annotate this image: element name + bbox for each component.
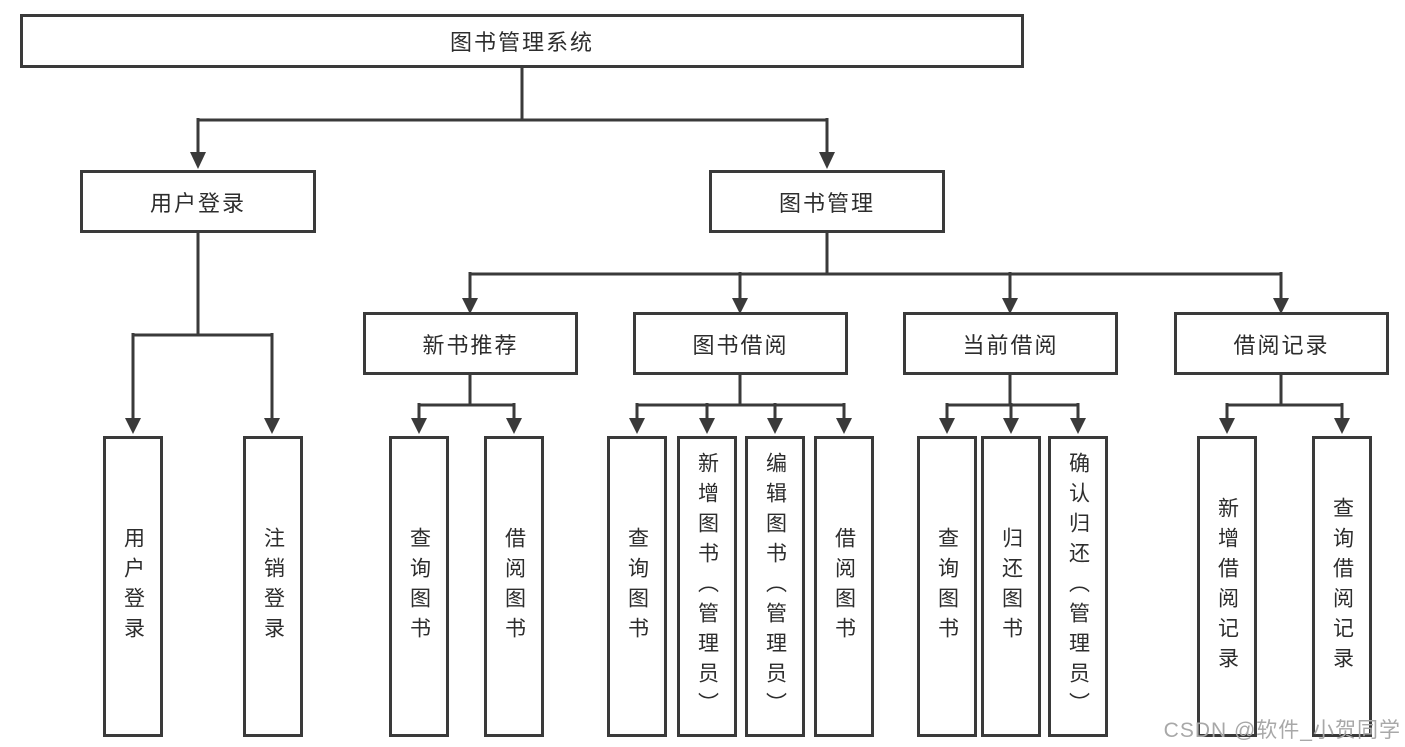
leaf-borrowing-borrow-books: 借阅图书 xyxy=(814,436,874,737)
node-root-system-label: 图书管理系统 xyxy=(449,30,594,55)
leaf-current-query-books: 查询图书 xyxy=(917,436,977,737)
leaf-borrowing-query-books-label: 查询图书 xyxy=(625,526,649,647)
leaf-recommend-borrow-books: 借阅图书 xyxy=(484,436,544,737)
leaf-logout: 注销登录 xyxy=(243,436,303,737)
leaf-recommend-query-books: 查询图书 xyxy=(389,436,449,737)
leaf-user-login-label: 用户登录 xyxy=(121,526,145,647)
node-new-book-recommend: 新书推荐 xyxy=(363,312,578,375)
leaf-edit-books-admin: 编辑图书（管理员） xyxy=(745,436,805,737)
leaf-add-books-admin: 新增图书（管理员） xyxy=(677,436,737,737)
node-book-borrowing: 图书借阅 xyxy=(633,312,848,375)
leaf-current-query-books-label: 查询图书 xyxy=(935,526,959,647)
node-new-book-recommend-label: 新书推荐 xyxy=(422,332,519,358)
leaf-recommend-query-books-label: 查询图书 xyxy=(407,526,431,647)
leaf-query-borrow-record-label: 查询借阅记录 xyxy=(1330,496,1354,677)
node-user-login-branch: 用户登录 xyxy=(80,170,316,233)
leaf-borrowing-query-books: 查询图书 xyxy=(607,436,667,737)
node-book-management-branch: 图书管理 xyxy=(709,170,945,233)
node-current-borrowing-label: 当前借阅 xyxy=(962,332,1059,358)
node-current-borrowing: 当前借阅 xyxy=(903,312,1118,375)
leaf-query-borrow-record: 查询借阅记录 xyxy=(1312,436,1372,737)
leaf-edit-books-admin-label: 编辑图书（管理员） xyxy=(763,451,787,722)
node-book-management-branch-label: 图书管理 xyxy=(778,190,875,216)
node-user-login-branch-label: 用户登录 xyxy=(149,190,246,216)
leaf-return-books: 归还图书 xyxy=(981,436,1041,737)
leaf-add-borrow-record-label: 新增借阅记录 xyxy=(1215,496,1239,677)
node-borrowing-records: 借阅记录 xyxy=(1174,312,1389,375)
node-root-system: 图书管理系统 xyxy=(20,14,1024,68)
leaf-user-login: 用户登录 xyxy=(103,436,163,737)
leaf-add-books-admin-label: 新增图书（管理员） xyxy=(695,451,719,722)
leaf-return-books-label: 归还图书 xyxy=(999,526,1023,647)
leaf-confirm-return-admin-label: 确认归还（管理员） xyxy=(1066,451,1090,722)
leaf-logout-label: 注销登录 xyxy=(261,526,285,647)
leaf-recommend-borrow-books-label: 借阅图书 xyxy=(502,526,526,647)
node-book-borrowing-label: 图书借阅 xyxy=(692,332,789,358)
node-borrowing-records-label: 借阅记录 xyxy=(1233,332,1330,358)
csdn-watermark: CSDN @软件_小贺同学 xyxy=(1163,719,1401,742)
leaf-borrowing-borrow-books-label: 借阅图书 xyxy=(832,526,856,647)
leaf-confirm-return-admin: 确认归还（管理员） xyxy=(1048,436,1108,737)
leaf-add-borrow-record: 新增借阅记录 xyxy=(1197,436,1257,737)
